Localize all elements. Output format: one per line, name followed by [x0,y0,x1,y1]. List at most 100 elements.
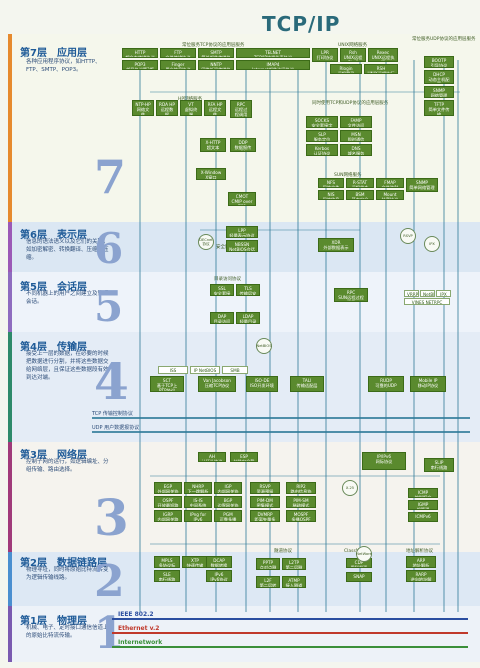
protocol-box-l7-9: Rsh UNIX远程Shell [340,48,366,62]
edge-layer-2 [8,552,12,606]
protocol-box-l7-24: Kerbos 认证协议 [306,144,338,156]
protocol-box-l5-3: LDAP 轻量目录访问 [236,312,260,324]
protocol-box-l2-8: ATMP 接入隧道 [282,576,306,588]
protocol-box-l2-6: L2TP 第二层隧道 [282,558,306,570]
layer-1-title: 第1层 物理层 [20,616,87,627]
protocol-box-l5-0: SSL 安全套接层 [210,284,234,296]
layer-3-numeral: 3 [94,488,129,547]
group-unix: UNIX网络服务 [338,43,368,48]
protocol-box-l4-4: Van Jacobson 压缩TCP协议 [198,376,236,392]
protocol-box-l7-22: SLP 服务定位 [306,130,338,142]
protocol-box-l7-34: BOOTP 引导协议 [424,56,454,68]
group-address: 地址解析协议 [406,549,433,554]
edge-layer-1 [8,606,12,662]
protocol-box-l3-8: IS-IS 中间系统 [184,496,212,508]
layer-5-desc: 不同机器上的用户之间建立及管理会话。 [26,291,109,305]
protocol-box-l3-12: IGRP 内部网关路由 [154,510,182,522]
layer-6-desc: 信息的语法语义以及它们的关联，如加密解密、转换翻译、压缩解压缩。 [26,239,109,261]
edge-layer-4 [8,332,12,442]
page-title: TCP/IP [262,12,341,36]
protocol-box-l3-11: PIM-SM 稀疏模式 [286,496,316,508]
protocol-box-l4-5: ISO-DE ISO开发环境 [246,376,278,392]
protocol-box-l3-5: RSVP 资源预留 [250,482,280,494]
protocol-box-l4-6: TALI 传输适配层 [290,376,324,392]
protocol-box-l3-1: ESP 封装安全载荷 [230,452,258,462]
protocol-box-l7-23: MSN 即时通信 [340,130,372,142]
layer-7-title: 第7层 应用层 [20,48,87,59]
protocol-box-l7-36: SNMP 网络管理 [424,86,454,98]
udp-line-label: UDP 用户数据报协议 [92,425,140,431]
physical-label-internetwork: Internetwork [118,639,163,646]
protocol-box-l7-28: FMAP 文件映射 [376,178,404,188]
edge-layer-6 [8,222,12,272]
protocol-box-l7-1: FTP 文件传输协议 [160,48,196,58]
protocol-box-l7-20: SOCKS 安全套接字 [306,116,338,128]
edge-layer-5 [8,272,12,332]
protocol-box-l7-11: Rlogin 远程登录 [330,64,362,74]
protocol-box-l2-1: XTP 快速传输 [182,556,208,568]
group-udp-app: 常位服务UDP协议的应用层服务 [412,37,476,42]
protocol-box-l7-21: FAMP 文件访问 [340,116,372,128]
protocol-box-l7-27: R-STAT 远程状态 [346,178,374,188]
protocol-box-l3-4: IGP 内部网关协议 [214,482,242,494]
protocol-box-l2-11: RARP 逆向地址解析 [406,570,436,582]
layer-5-numeral: 5 [94,282,124,331]
protocol-box-l7-12: RSH UNIX远程执行 [364,64,398,74]
protocol-box-l5-1: TLS 传输层安全 [236,284,260,296]
protocol-box-l3-21: SLIP 串行线路 [424,458,454,472]
l5-right-box-0: VRRP [404,290,419,297]
protocol-box-l7-2: SMTP 简单邮件传输协议 [198,48,234,58]
protocol-box-l4-0: ISS NetBIOS [158,366,188,374]
layer-6-numeral: 6 [94,224,124,273]
protocol-circle-1: NetBIOS [256,338,272,354]
layer-3-desc: 控制子网的运行，如逻辑编址、分组传输、路由选择。 [26,459,109,473]
layer-4-numeral: 4 [94,352,129,411]
group-sun: SUN网络服务 [334,173,362,178]
edge-layer-7 [8,34,12,222]
protocol-box-l7-17: RPC 远程过程调用 [230,100,252,118]
protocol-box-l7-38: SNMP 简单网络管理 [406,178,438,192]
protocol-box-l7-8: LPR 打印协议 [312,48,338,62]
protocol-box-l2-5: PPTP 点对点隧道 [256,558,280,570]
protocol-circle-4: RSVP [400,228,416,244]
protocol-box-l7-30: BSM 基本安全 [346,190,374,200]
layer-5-title: 第5层 会话层 [20,282,87,293]
protocol-box-l6-1: NBSSN NetBIOS会话 [226,240,258,252]
protocol-box-l7-0: HTTP 超文本传输协议 [122,48,158,58]
protocol-box-l7-6: NNTP 网络新闻传输协议 [198,60,234,70]
protocol-box-l7-32: X-Window X窗口 [196,168,226,180]
protocol-box-l7-18: X-HTTP 超文本 [200,138,226,152]
protocol-box-l3-15: DVMRP 距离矢量多播 [250,510,280,522]
protocol-box-l3-9: BGP 边界网关协议 [214,496,242,508]
physical-label-ieee: IEEE 802.2 [118,611,154,618]
protocol-box-l7-33: CMOT CMIP over TCP [228,192,256,206]
protocol-box-l5-4: RPC SUN远程过程调用 [334,288,368,302]
physical-line-ethernet [112,632,468,634]
protocol-box-l7-14: RDA HP 远程数据 [156,100,178,116]
protocol-box-l2-2: DCAP 数据转换 [206,556,232,568]
protocol-circle-2: X.25 [342,480,358,496]
protocol-circle-0: DECnet 协议 [198,234,214,250]
protocol-box-l7-26: NFS 网络文件 [318,178,344,188]
protocol-box-l2-7: L2F 第二层转发 [256,576,280,588]
protocol-box-l7-29: NIS 网络信息 [318,190,344,200]
protocol-box-l4-2: SMB [222,366,248,374]
protocol-box-l2-4: IPv6 IPv6协议 [206,570,232,582]
protocol-box-l6-2: XDR 外部数据表示 [318,238,354,252]
l5-right-box-3: VINES NETRPC [404,298,450,305]
band-layer-2 [8,552,480,606]
layer-7-desc: 各种应用程序协议，如HTTP、FTP、SMTP、POP3。 [26,59,101,73]
protocol-box-l3-6: RIP2 路由信息协议 [286,482,316,494]
protocol-box-l3-17: IP/IPv6 网际协议 [362,452,406,470]
protocol-box-l4-3: SCT 基于TCP上 RTP协议 [150,376,184,392]
protocol-box-l2-0: MPLS 多协议标记 [154,556,180,568]
layer-2-numeral: 2 [94,556,125,607]
protocol-box-l5-2: DAP 目录访问协议 [210,312,234,324]
protocol-box-l7-31: Mount 挂载协议 [376,190,404,200]
protocol-box-l2-10: ARP 地址解析 [406,556,436,568]
protocol-box-l4-7: RUDP 可靠的UDP [368,376,404,392]
protocol-box-l3-0: AH 认证头协议 [198,452,226,462]
band-layer-1 [8,606,480,662]
protocol-box-l3-2: EGP 外部网关协议 [154,482,182,494]
protocol-box-l3-3: NHRP 下一跳解析 [184,482,212,494]
